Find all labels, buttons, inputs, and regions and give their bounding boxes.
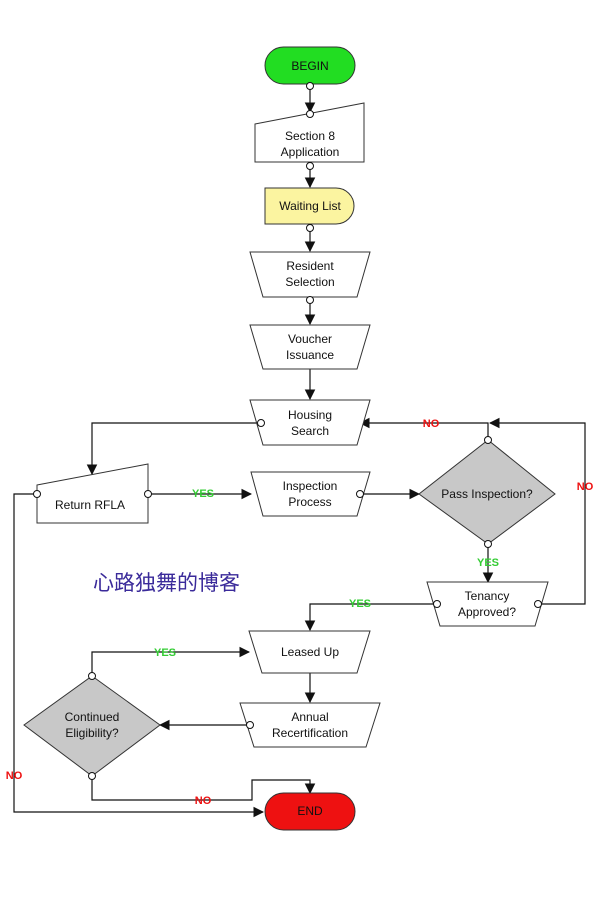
waiting-list-shape (264, 187, 355, 225)
label-yes-inspection: YES (192, 488, 214, 500)
annual-recertification-shape (239, 702, 381, 748)
label-no-rfla: NO (6, 770, 23, 782)
edge-tenancy-no-pass (488, 417, 586, 605)
port-recert-left (246, 721, 254, 729)
leased-up-shape (248, 630, 371, 674)
voucher-issuance-shape (249, 324, 371, 370)
tenancy-label-line2: Approved? (458, 605, 516, 619)
port-application-bottom (306, 162, 314, 170)
begin-node: BEGIN (264, 46, 356, 85)
end-terminator (264, 792, 356, 831)
pass-inspection-node: Pass Inspection? (418, 439, 556, 545)
recert-label-line2: Recertification (272, 726, 348, 740)
eligibility-label-line1: Continued (65, 710, 120, 724)
voucher-label-line2: Issuance (286, 348, 334, 362)
inspection-label-line2: Process (288, 495, 331, 509)
inspection-node: Inspection Process (250, 471, 371, 517)
port-rfla-right (144, 490, 152, 498)
waiting-node: Waiting List (264, 187, 355, 225)
begin-label: BEGIN (291, 59, 328, 73)
port-tenancy-left (433, 600, 441, 608)
housing-label-line2: Search (291, 424, 329, 438)
housing-search-shape (249, 399, 371, 446)
housing-label-line1: Housing (288, 408, 332, 422)
port-application-top (306, 110, 314, 118)
edge-eligibility-leased (91, 646, 251, 676)
label-yes-tenancy: YES (349, 598, 371, 610)
edge-eligibility-end (91, 776, 316, 801)
connectors (13, 84, 586, 818)
rfla-label: Return RFLA (55, 498, 125, 512)
application-label-line2: Application (281, 145, 340, 159)
port-pass-top (484, 436, 492, 444)
eligibility-label-line2: Eligibility? (65, 726, 119, 740)
label-yes-pass: YES (477, 557, 499, 569)
eligibility-node: Continued Eligibility? (23, 675, 161, 777)
port-begin-bottom (306, 82, 314, 90)
return-rfla-shape (36, 463, 149, 524)
voucher-label-line1: Voucher (288, 332, 332, 346)
inspection-label-line1: Inspection (283, 479, 338, 493)
edge-labels: NO YES NO YES YES YES NO NO (6, 418, 594, 807)
pass-inspection-label: Pass Inspection? (441, 487, 533, 501)
watermark-text: 心路独舞的博客 (93, 571, 240, 595)
application-manual-input (254, 102, 365, 163)
port-resident-bottom (306, 296, 314, 304)
voucher-node: Voucher Issuance (249, 324, 371, 370)
edge-tenancy-leased (304, 603, 437, 632)
leased-node: Leased Up (248, 630, 371, 674)
end-label: END (297, 804, 323, 818)
label-no-tenancy: NO (577, 481, 594, 493)
resident-node: Resident Selection (249, 251, 371, 298)
resident-label-line1: Resident (286, 259, 334, 273)
housing-node: Housing Search (249, 399, 371, 446)
port-inspection-right (356, 490, 364, 498)
tenancy-label-line1: Tenancy (465, 589, 510, 603)
rfla-node: Return RFLA (36, 463, 149, 524)
recert-node: Annual Recertification (239, 702, 381, 748)
resident-label-line2: Selection (285, 275, 334, 289)
recert-label-line1: Annual (291, 710, 328, 724)
port-tenancy-right (534, 600, 542, 608)
label-yes-eligibility: YES (154, 647, 176, 659)
tenancy-node: Tenancy Approved? (426, 581, 549, 627)
inspection-process-shape (250, 471, 371, 517)
port-housing-left (257, 419, 265, 427)
port-waiting-bottom (306, 224, 314, 232)
edge-rfla-no-end (13, 493, 265, 818)
port-eligibility-bottom (88, 772, 96, 780)
label-no-housing: NO (423, 418, 440, 430)
label-no-eligibility: NO (195, 795, 212, 807)
waiting-label: Waiting List (279, 199, 341, 213)
port-pass-bottom (484, 540, 492, 548)
application-label-line1: Section 8 (285, 129, 335, 143)
edge-pass-no-housing (358, 417, 489, 440)
connection-ports (33, 82, 542, 780)
tenancy-approved-shape (426, 581, 549, 627)
application-node: Section 8 Application (254, 102, 365, 163)
port-eligibility-top (88, 672, 96, 680)
leased-label: Leased Up (281, 645, 339, 659)
end-node: END (264, 792, 356, 831)
edge-housing-rfla (86, 422, 257, 476)
port-rfla-left (33, 490, 41, 498)
resident-selection-shape (249, 251, 371, 298)
